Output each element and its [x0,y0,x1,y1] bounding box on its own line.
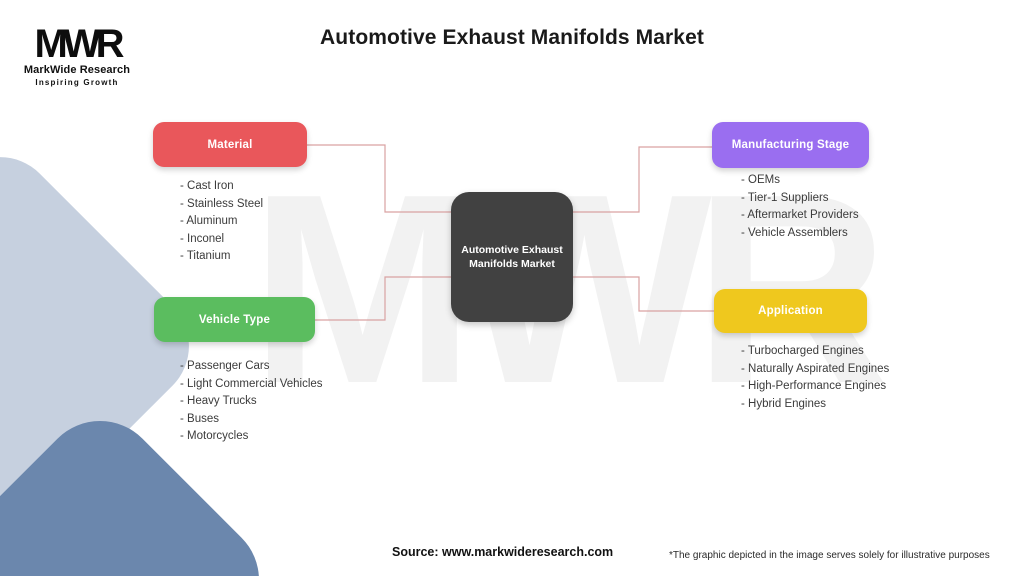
connector-application [572,276,714,312]
branch-label-manufacturing-stage: Manufacturing Stage [731,139,850,151]
list-item: - Aluminum [180,215,238,227]
list-item: - Stainless Steel [180,197,264,210]
center-node-label: Automotive Exhaust Manifolds Market [461,244,563,270]
disclaimer-text: *The graphic depicted in the image serve… [669,550,990,561]
branch-pill-manufacturing-stage[interactable]: Manufacturing Stage [712,122,869,168]
list-item: - Aftermarket Providers [741,209,859,221]
list-item: - Passenger Cars [180,360,270,372]
branch-items-vehicle-type: - Passenger Cars - Light Commercial Vehic… [180,358,323,446]
branch-pill-material[interactable]: Material [153,122,307,167]
source-text: Source: www.markwideresearch.com [392,545,614,559]
list-item: - Heavy Trucks [180,395,257,407]
logo-tagline: Inspiring Growth [35,78,119,87]
list-item: - Titanium [180,250,231,262]
branch-label-application: Application [758,305,823,317]
branch-items-material: - Cast Iron - Stainless Steel - Aluminum - … [180,178,263,266]
connector-vehicle-type [315,276,452,321]
brand-logo: MWR MarkWide Research Inspiring Growth [18,22,136,87]
list-item: - Motorcycles [180,430,249,442]
connector-material [307,144,452,213]
branch-items-application: - Turbocharged Engines - Naturally Aspira… [741,343,889,413]
center-node[interactable]: Automotive Exhaust Manifolds Market [451,192,573,322]
list-item: - Naturally Aspirated Engines [741,362,890,375]
branch-label-vehicle-type: Vehicle Type [198,313,271,326]
list-item: - OEMs [741,174,780,186]
branch-pill-application[interactable]: Application [714,289,867,333]
list-item: - Tier-1 Suppliers [741,191,829,204]
logo-mark-icon: MWR [34,22,125,66]
branch-items-manufacturing-stage: - OEMs - Tier-1 Suppliers - Aftermarket Pr… [741,172,859,242]
branch-label-material: Material [207,138,253,151]
list-item: - Cast Iron [180,180,234,192]
list-item: - High-Performance Engines [741,380,887,392]
connector-manufacturing-stage [572,146,712,213]
list-item: - Turbocharged Engines [741,345,864,357]
branch-pill-vehicle-type[interactable]: Vehicle Type [154,297,315,342]
list-item: - Vehicle Assemblers [741,226,848,239]
logo-company-name: MarkWide Research [23,64,131,76]
list-item: - Buses [180,412,219,425]
page-title: Automotive Exhaust Manifolds Market [320,26,704,49]
list-item: - Hybrid Engines [741,397,827,410]
list-item: - Inconel [180,232,225,245]
list-item: - Light Commercial Vehicles [180,377,323,390]
